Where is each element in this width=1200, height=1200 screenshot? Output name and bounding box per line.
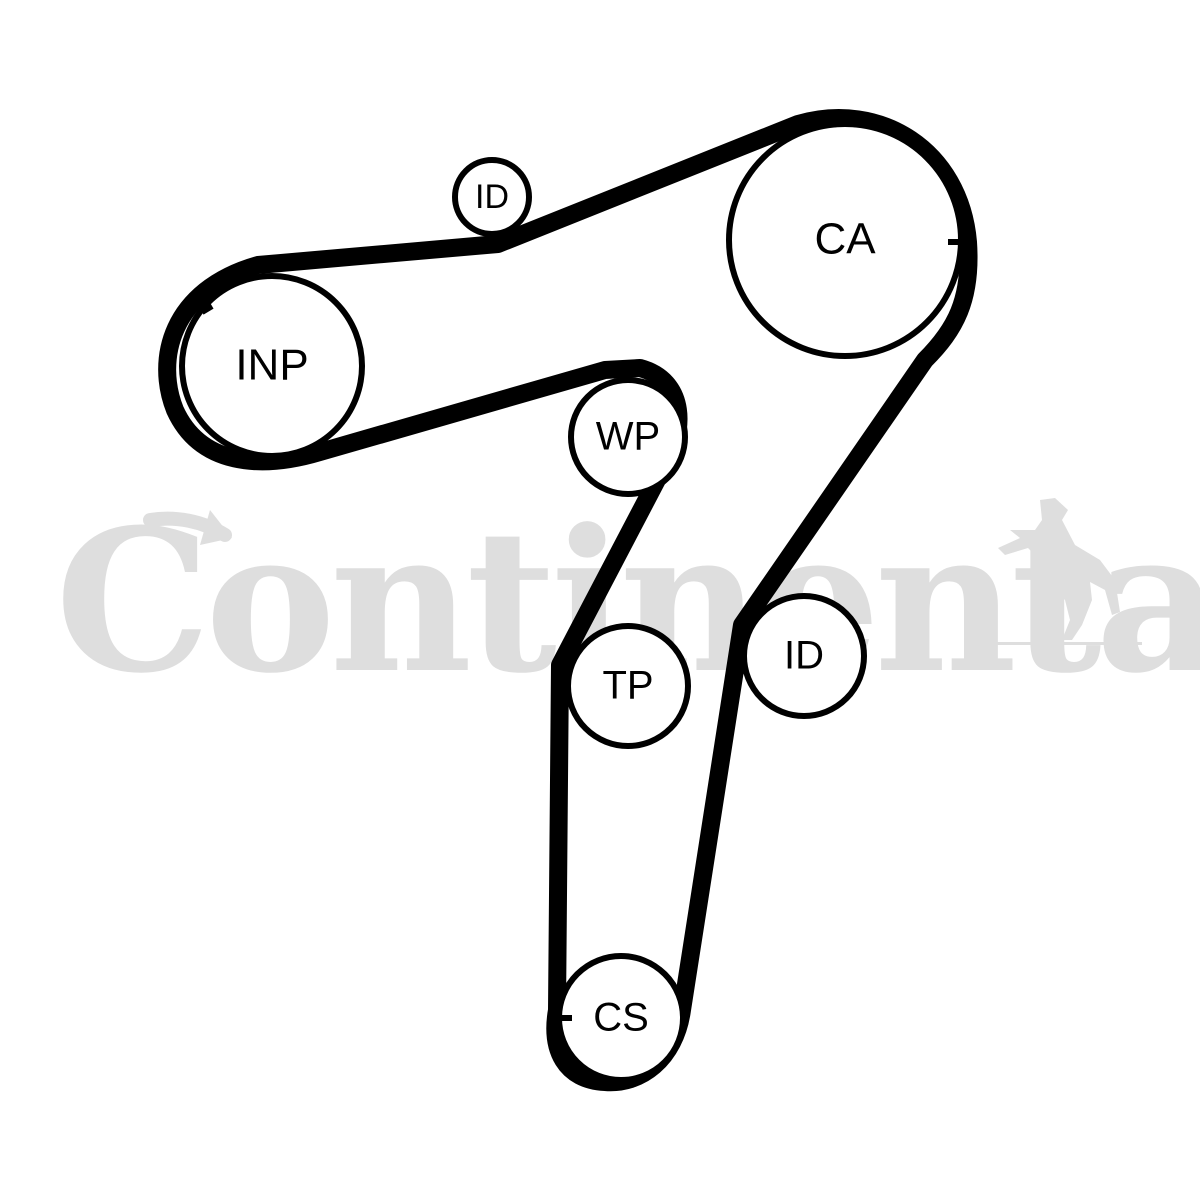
pulley-id-top: ID [452, 157, 532, 237]
watermark-arc-arrow [200, 510, 232, 545]
pulley-label: WP [596, 415, 660, 459]
pulley-label: CS [593, 996, 649, 1040]
pulley-label: ID [475, 178, 509, 216]
pulley-wp: WP [568, 377, 688, 497]
pulley-label: TP [602, 664, 653, 708]
timing-marks [200, 239, 962, 1021]
pulley-label: ID [784, 634, 824, 678]
pulley-label: INP [235, 341, 308, 390]
pulley-ca: CA [726, 121, 964, 359]
pulley-cs: CS [556, 953, 686, 1083]
rearing-horse-icon [992, 498, 1142, 645]
pulley-inp: INP [179, 273, 365, 459]
pulley-id-right: ID [741, 593, 867, 719]
pulley-tp: TP [565, 623, 691, 749]
pulley-label: CA [814, 215, 876, 264]
timing-belt [158, 109, 978, 1092]
